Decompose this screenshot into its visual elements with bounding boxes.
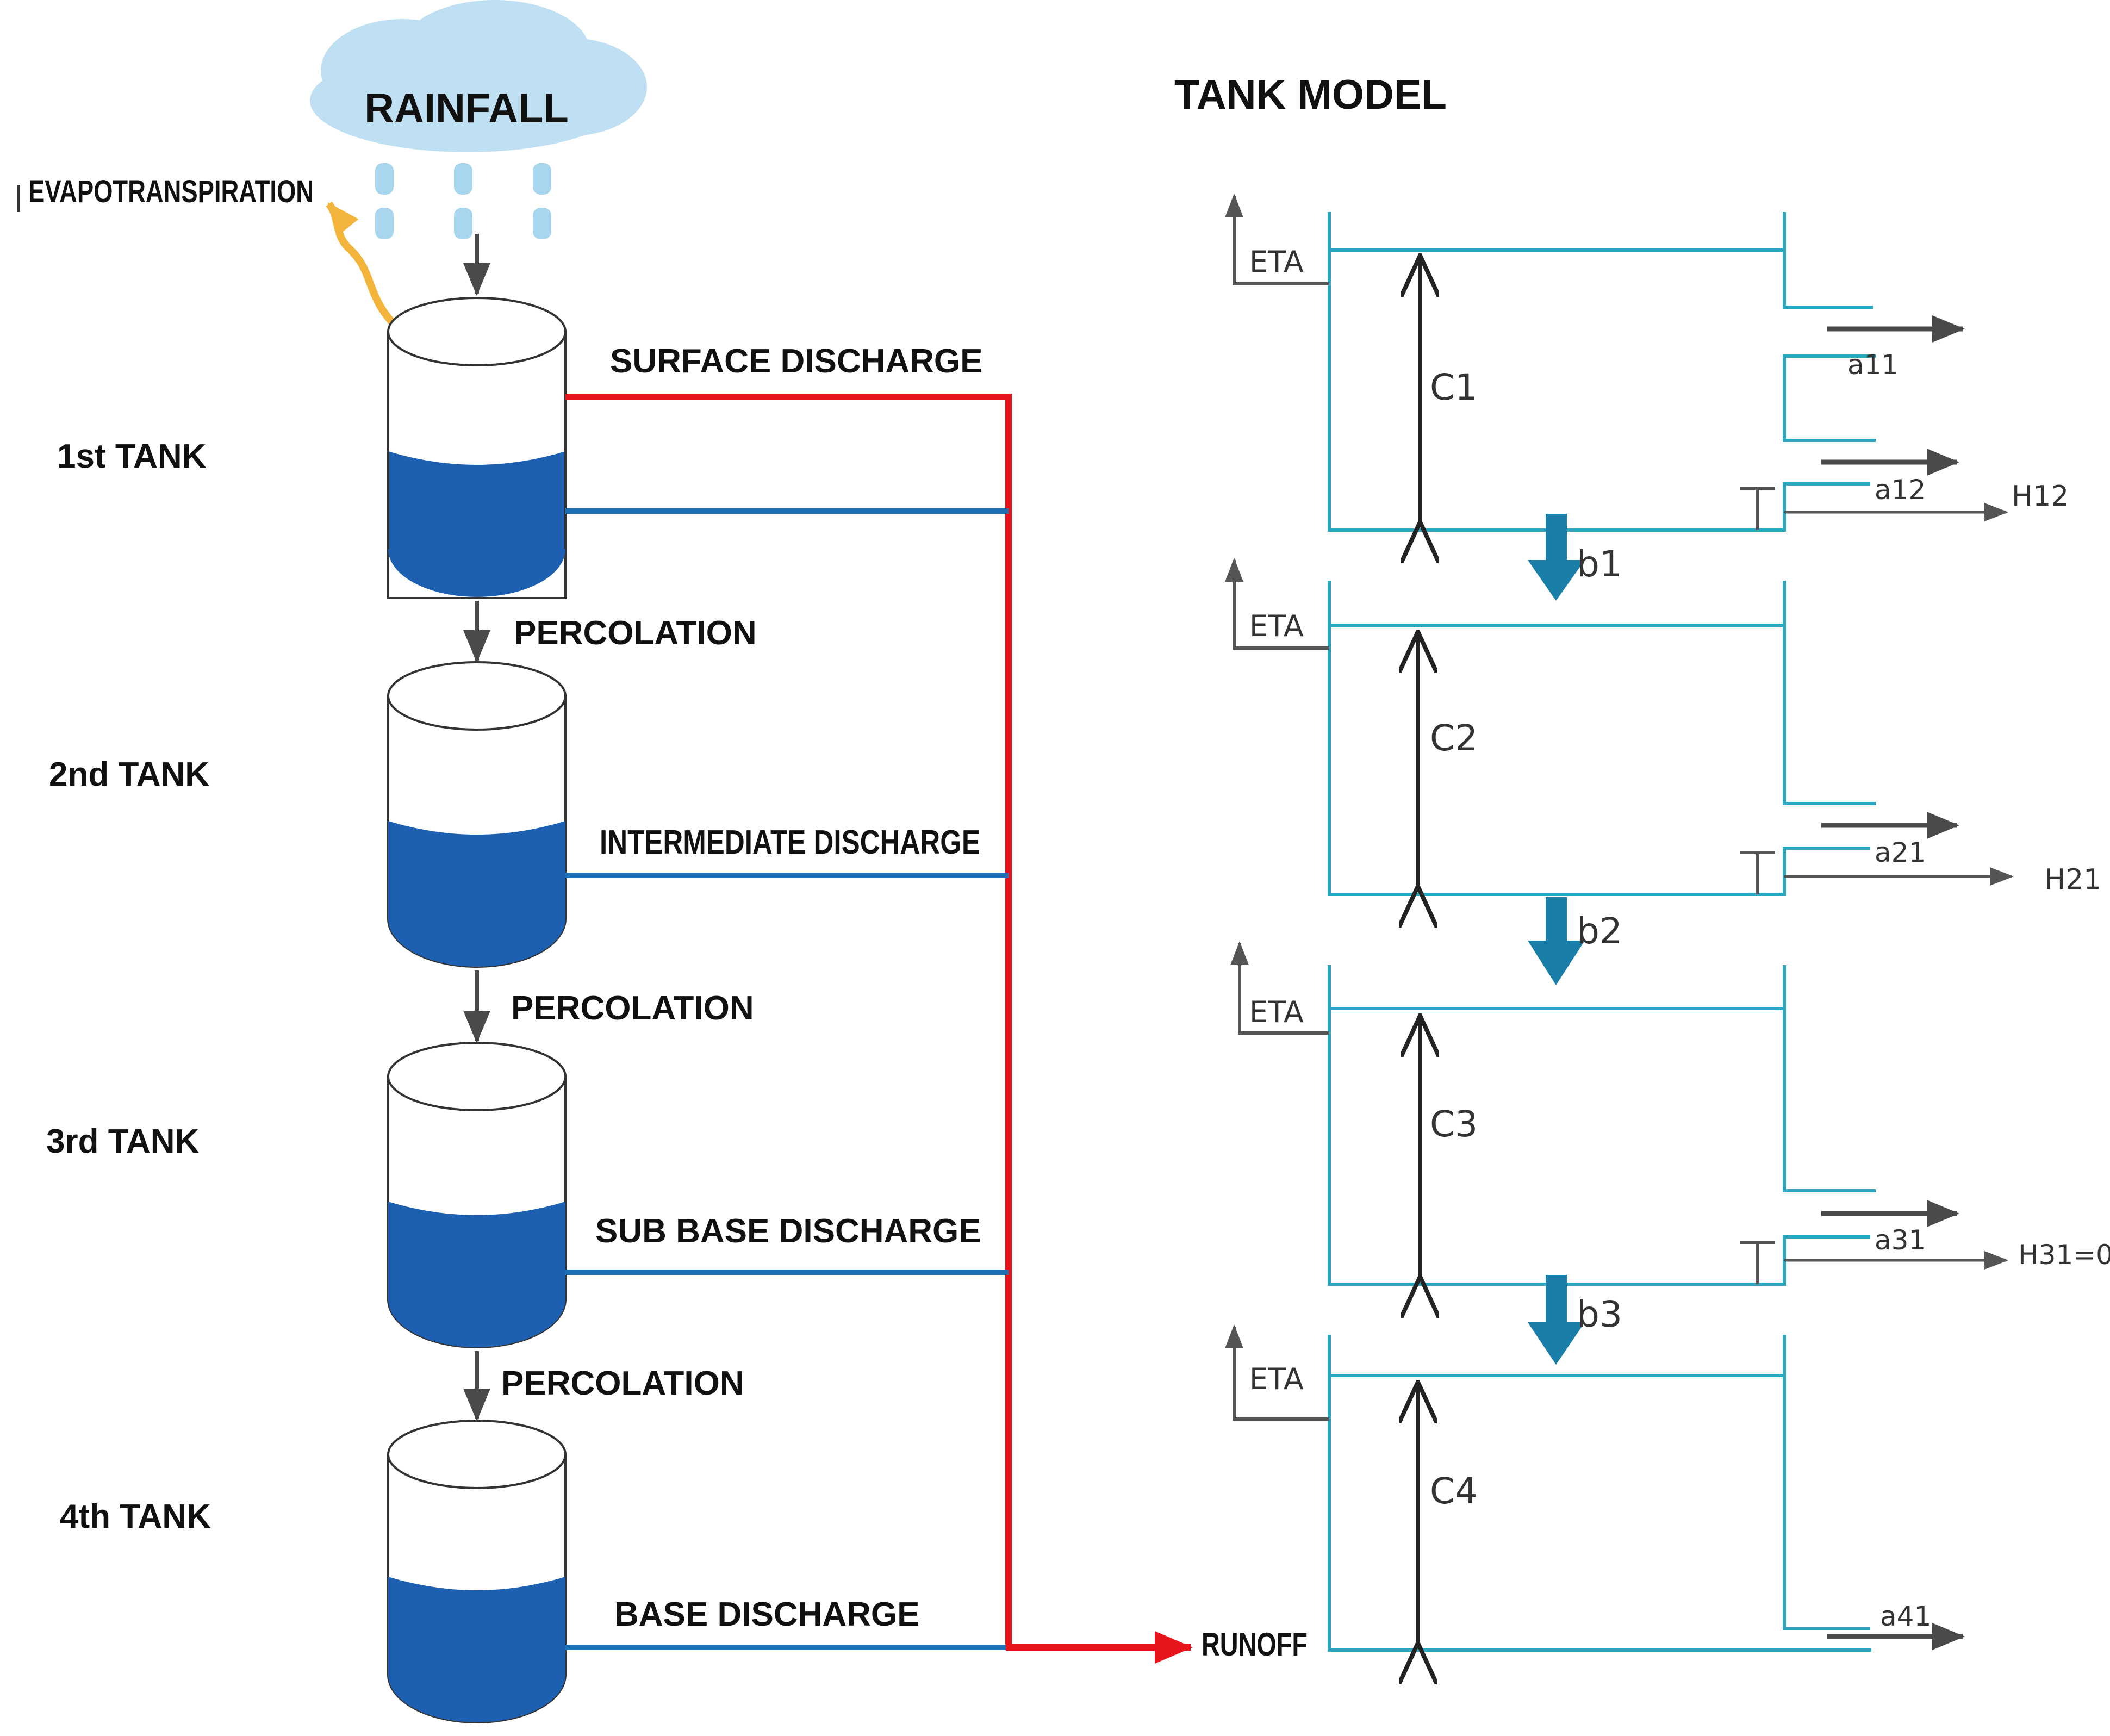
- eta-label-2: ETA: [1249, 609, 1304, 643]
- model-tank-2-wall: [1328, 581, 1786, 896]
- infiltration-label-b1: b1: [1577, 543, 1622, 585]
- evapotranspiration-arrow: [326, 201, 399, 329]
- model-tank-3-outlet-a31: [1783, 1235, 1870, 1262]
- model-tank-1-outlet-a11: [1783, 354, 1876, 442]
- percolation-label-1: PERCOLATION: [514, 614, 757, 652]
- tank-1-label: 1st TANK: [57, 438, 207, 475]
- rain-drops: [375, 163, 551, 239]
- tank-3-cylinder: [387, 1042, 567, 1348]
- tank-1-cylinder: [387, 297, 567, 599]
- outlet-label-a11: a11: [1847, 349, 1899, 381]
- height-marker-h12: [1740, 487, 1775, 530]
- model-tank-3-wall: [1328, 965, 1786, 1286]
- tank-4-cylinder: [387, 1420, 567, 1723]
- model-tank-1: ETA C1 a11 a12 H12 b1: [1225, 194, 2069, 601]
- tank-2-label: 2nd TANK: [49, 756, 209, 793]
- capacity-label-1: C1: [1430, 366, 1478, 408]
- surface-discharge-line: [565, 394, 1012, 1647]
- base-discharge-label: BASE DISCHARGE: [614, 1596, 920, 1633]
- capacity-label-2: C2: [1430, 717, 1478, 759]
- model-tank-4-right-wall: [1783, 1335, 1870, 1630]
- infiltration-arrow-b2: [1528, 897, 1585, 985]
- eta-arrow-1: [1225, 194, 1329, 285]
- height-marker-h21: [1740, 851, 1775, 894]
- tank-4-label: 4th TANK: [60, 1498, 211, 1535]
- capacity-label-4: C4: [1430, 1470, 1478, 1512]
- runoff-label: RUNOFF: [1202, 1626, 1308, 1663]
- height-label-h31: H31=0: [2018, 1239, 2110, 1271]
- outlet-label-a21: a21: [1875, 837, 1926, 868]
- evapotranspiration-label: EVAPOTRANSPIRATION: [28, 174, 314, 209]
- tank-3-label: 3rd TANK: [46, 1123, 200, 1160]
- eta-label-3: ETA: [1249, 995, 1304, 1029]
- model-title: TANK MODEL: [1174, 72, 1447, 118]
- model-tank-1-wall: [1328, 212, 1786, 532]
- eta-arrow-3: [1230, 941, 1329, 1035]
- model-tank-3: ETA C3 a31 H31=0 b3: [1230, 941, 2110, 1365]
- height-label-h21: H21: [2044, 863, 2101, 896]
- eta-arrow-2: [1225, 558, 1329, 650]
- infiltration-arrow-b3: [1528, 1275, 1585, 1365]
- intermediate-discharge-label: INTERMEDIATE DISCHARGE: [600, 824, 980, 861]
- height-marker-h31: [1740, 1241, 1775, 1284]
- model-tank-2-right-wall: [1783, 581, 1876, 805]
- infiltration-arrow-b1: [1528, 514, 1585, 601]
- sub-base-discharge-label: SUB BASE DISCHARGE: [595, 1212, 981, 1250]
- capacity-label-3: C3: [1430, 1103, 1478, 1145]
- outlet-label-a12: a12: [1875, 474, 1926, 506]
- model-tank-4: ETA C4 a41: [1225, 1324, 1965, 1652]
- outlet-label-a31: a31: [1875, 1224, 1926, 1256]
- infiltration-label-b2: b2: [1577, 910, 1622, 952]
- rainfall-cloud: RAINFALL: [310, 0, 647, 152]
- eta-label-4: ETA: [1249, 1362, 1304, 1396]
- eta-label-1: ETA: [1249, 245, 1304, 279]
- evapotranspiration-marker: [17, 185, 20, 212]
- model-tank-2-outlet-a21: [1783, 847, 1870, 873]
- eta-arrow-4: [1225, 1324, 1329, 1421]
- height-label-h12: H12: [2012, 480, 2069, 513]
- percolation-label-2: PERCOLATION: [511, 990, 754, 1027]
- model-tank-1-right-wall: [1783, 212, 1873, 309]
- infiltration-label-b3: b3: [1577, 1293, 1622, 1335]
- model-tank-4-wall: [1328, 1335, 1871, 1652]
- tank-2-cylinder: [387, 661, 567, 968]
- model-tank-2: ETA C2 a21 H21 b2: [1225, 558, 2101, 985]
- model-tank-1-outlet-a12: [1783, 482, 1870, 508]
- rainfall-label: RAINFALL: [364, 85, 569, 132]
- model-tank-3-right-wall: [1783, 965, 1876, 1192]
- surface-discharge-label: SURFACE DISCHARGE: [610, 343, 983, 380]
- percolation-label-3: PERCOLATION: [501, 1365, 744, 1402]
- outlet-label-a41: a41: [1880, 1601, 1931, 1632]
